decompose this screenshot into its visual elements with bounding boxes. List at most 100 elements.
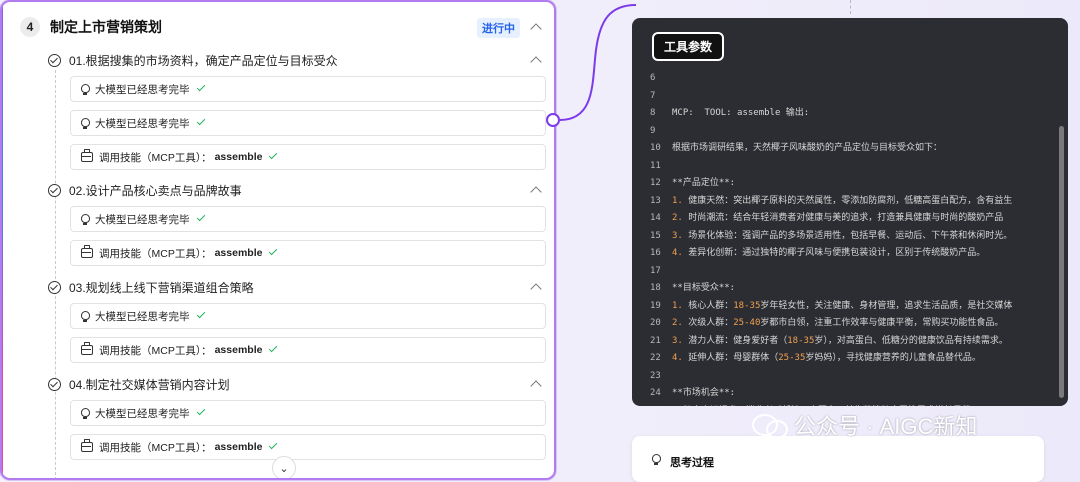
list-marker: 2. bbox=[672, 213, 683, 223]
think-result-card[interactable]: 大模型已经思考完毕 bbox=[70, 206, 546, 232]
code-scrollbar[interactable] bbox=[1059, 126, 1064, 398]
lightbulb-icon bbox=[81, 311, 90, 322]
lightbulb-icon bbox=[652, 454, 661, 465]
code-text: **目标受众**: bbox=[672, 283, 736, 293]
line-number: 12 bbox=[650, 178, 661, 188]
line-number: 24 bbox=[650, 388, 661, 398]
tool-name: assemble bbox=[214, 441, 263, 453]
line-number: 11 bbox=[650, 160, 661, 171]
code-line: 16 4. 差异化创新：通过独特的椰子风味与便携包装设计，区别于传统酸奶产品。 bbox=[650, 245, 1048, 263]
success-check-icon bbox=[196, 212, 205, 222]
subtask-title: 04.制定社交媒体营销内容计划 bbox=[69, 377, 230, 392]
tool-call-card[interactable]: 调用技能（MCP工具）：assemble bbox=[70, 240, 546, 266]
toolbox-icon bbox=[81, 439, 93, 452]
subtask-title: 03.规划线上线下营销渠道组合策略 bbox=[69, 280, 254, 295]
code-line: 14 2. 时尚潮流：结合年轻消费者对健康与美的追求，打造兼具健康与时尚的酸奶产品 bbox=[650, 210, 1048, 228]
line-number: 8 bbox=[650, 108, 656, 118]
think-result-text: 大模型已经思考完毕 bbox=[95, 213, 190, 226]
code-text: **产品定位**: bbox=[672, 178, 736, 188]
success-check-icon bbox=[269, 440, 278, 450]
success-check-icon bbox=[196, 309, 205, 319]
code-line: 7 bbox=[650, 88, 1048, 106]
connector-node[interactable] bbox=[546, 113, 560, 127]
highlight-range: 25-35 bbox=[778, 353, 806, 363]
code-text: 时尚潮流：结合年轻消费者对健康与美的追求，打造兼具健康与时尚的酸奶产品 bbox=[682, 213, 1004, 223]
check-circle-icon bbox=[48, 53, 61, 67]
subtask-title: 02.设计产品核心卖点与品牌故事 bbox=[69, 183, 242, 198]
line-number: 23 bbox=[650, 370, 661, 381]
tool-name: assemble bbox=[214, 151, 263, 163]
lightbulb-icon bbox=[81, 118, 90, 129]
think-result-text: 大模型已经思考完毕 bbox=[95, 407, 190, 420]
list-marker: 1. bbox=[672, 195, 683, 206]
code-line: 18 **目标受众**: bbox=[650, 280, 1048, 298]
scroll-down-button[interactable]: ⌄ bbox=[272, 456, 296, 478]
line-number: 6 bbox=[650, 73, 656, 83]
line-number: 13 bbox=[650, 195, 661, 206]
subtask-header[interactable]: 01.根据搜集的市场资料，确定产品定位与目标受众 bbox=[48, 50, 544, 70]
think-result-card[interactable]: 大模型已经思考完毕 bbox=[70, 303, 546, 329]
code-line: 25- 健康意识提升：消费者对低糖、高蛋白、益生菌等健康属性需求增长显著。 bbox=[650, 403, 1048, 407]
arrow-down-icon: ⌄ bbox=[279, 462, 289, 475]
think-process-card[interactable]: 思考过程 bbox=[632, 436, 1044, 482]
tool-call-prefix: 调用技能（MCP工具）： bbox=[99, 344, 212, 357]
lightbulb-icon bbox=[81, 408, 90, 419]
subtask-header[interactable]: 04.制定社交媒体营销内容计划 bbox=[48, 374, 544, 394]
collapse-chevron-icon[interactable] bbox=[530, 23, 542, 35]
collapse-chevron-icon[interactable] bbox=[530, 380, 542, 392]
line-number: 16 bbox=[650, 248, 661, 258]
list-marker: 1. bbox=[672, 300, 683, 311]
line-number: 10 bbox=[650, 143, 661, 153]
line-number: 7 bbox=[650, 90, 656, 101]
code-line: 11 bbox=[650, 158, 1048, 176]
line-number: 17 bbox=[650, 265, 661, 276]
tool-call-prefix: 调用技能（MCP工具）： bbox=[99, 441, 212, 454]
tool-call-card[interactable]: 调用技能（MCP工具）：assemble bbox=[70, 434, 546, 460]
think-result-text: 大模型已经思考完毕 bbox=[95, 83, 190, 96]
code-line: 10 根据市场调研结果，天然椰子风味酸奶的产品定位与目标受众如下： bbox=[650, 140, 1048, 158]
tool-params-badge: 工具参数 bbox=[652, 32, 725, 61]
collapse-chevron-icon[interactable] bbox=[530, 56, 542, 68]
code-text: 岁年轻女性，关注健康、身材管理，追求生活品质，是社交媒体 bbox=[760, 300, 1013, 311]
think-result-card[interactable]: 大模型已经思考完毕 bbox=[70, 110, 546, 136]
step-number: 4 bbox=[20, 17, 40, 37]
code-text: 差异化创新：通过独特的椰子风味与便携包装设计，区别于传统酸奶产品。 bbox=[682, 248, 986, 258]
lightbulb-icon bbox=[81, 84, 90, 95]
line-number: 15 bbox=[650, 230, 661, 241]
watermark-text: 公众号 · AIGC新知 bbox=[794, 414, 978, 439]
toolbox-icon bbox=[81, 149, 93, 162]
code-line: 24**市场机会**: bbox=[650, 385, 1048, 403]
think-result-card[interactable]: 大模型已经思考完毕 bbox=[70, 76, 546, 102]
success-check-icon bbox=[269, 246, 278, 256]
list-marker: 3. bbox=[672, 335, 683, 346]
line-number: 14 bbox=[650, 213, 661, 223]
success-check-icon bbox=[269, 343, 278, 353]
highlight-range: 18-35 bbox=[733, 300, 761, 311]
collapse-chevron-icon[interactable] bbox=[530, 186, 542, 198]
task-title: 制定上市营销策划 bbox=[50, 19, 162, 35]
task-header[interactable]: 4 制定上市营销策划 进行中 bbox=[18, 14, 544, 40]
check-circle-icon bbox=[48, 280, 61, 294]
highlight-range: 18-35 bbox=[787, 335, 815, 346]
list-marker: 4. bbox=[672, 353, 683, 363]
tool-call-card[interactable]: 调用技能（MCP工具）：assemble bbox=[70, 337, 546, 363]
code-text: 次级人群： bbox=[682, 318, 734, 328]
think-result-card[interactable]: 大模型已经思考完毕 bbox=[70, 400, 546, 426]
line-number: 18 bbox=[650, 283, 661, 293]
code-text: 延伸人群：母婴群体（ bbox=[682, 353, 779, 363]
toolbox-icon bbox=[81, 245, 93, 258]
tool-call-card[interactable]: 调用技能（MCP工具）：assemble bbox=[70, 144, 546, 170]
subtask-header[interactable]: 03.规划线上线下营销渠道组合策略 bbox=[48, 277, 544, 297]
success-check-icon bbox=[196, 82, 205, 92]
tool-call-prefix: 调用技能（MCP工具）： bbox=[99, 151, 212, 164]
code-text: 根据市场调研结果，天然椰子风味酸奶的产品定位与目标受众如下： bbox=[672, 143, 943, 153]
collapse-chevron-icon[interactable] bbox=[530, 283, 542, 295]
subtask-header[interactable]: 02.设计产品核心卖点与品牌故事 bbox=[48, 180, 544, 200]
list-marker: 4. bbox=[672, 248, 683, 258]
